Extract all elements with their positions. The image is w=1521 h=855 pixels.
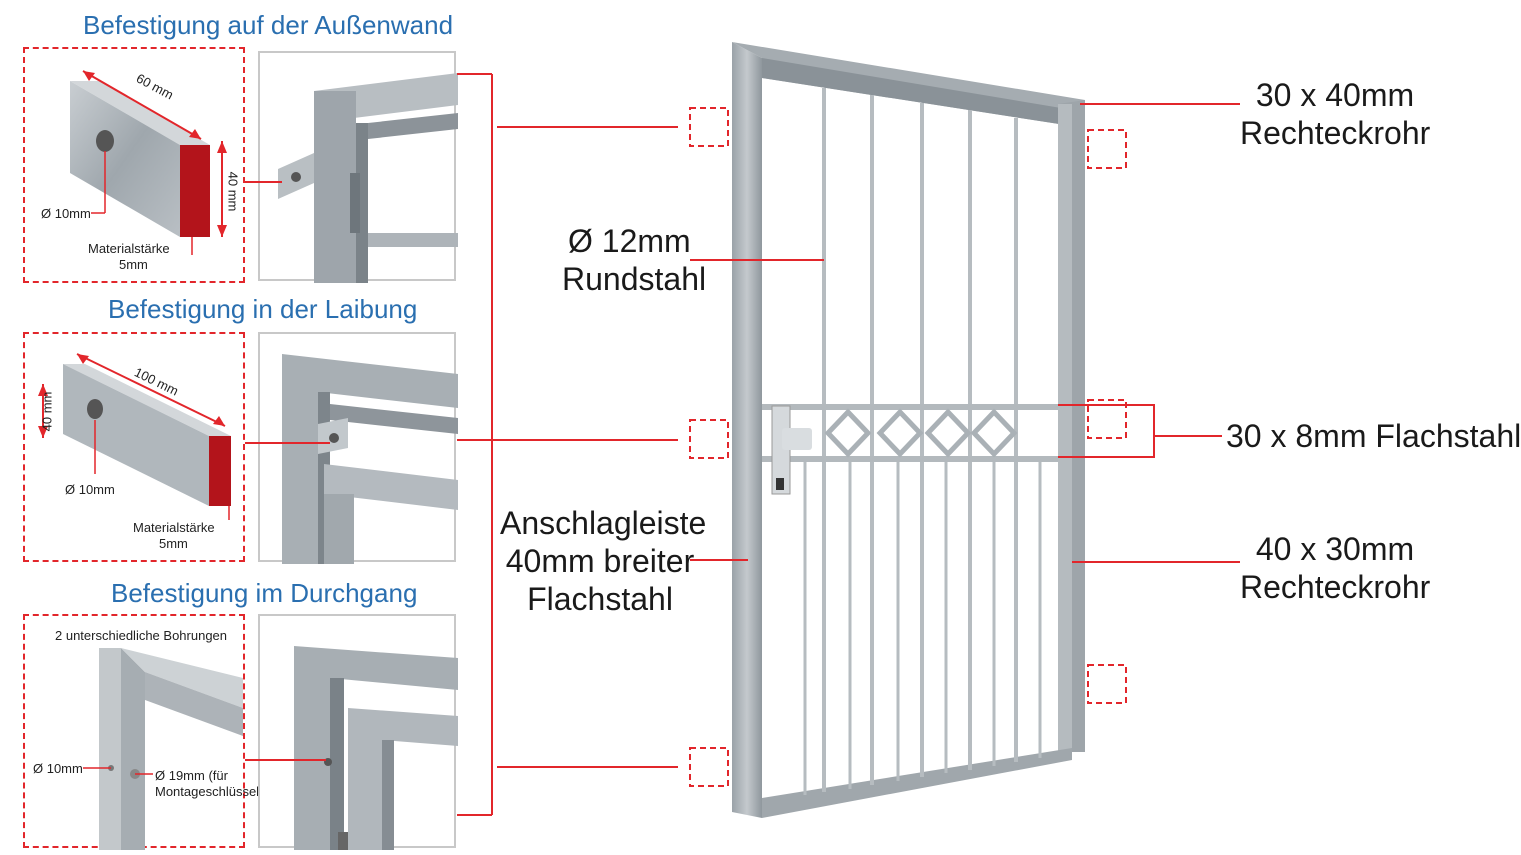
bottom-right-label-line1: 40 x 30mm [1255,531,1415,567]
plate-60mm-graphic [70,70,227,255]
panel-1-plate-drawing: 60 mm 40 mm Ø 10mm Materialstärke 5mm [23,47,245,283]
anschlag-label-line3: Flachstahl [527,581,673,617]
right-callout-lines [690,103,1240,563]
passage-mount-graphic [294,646,458,850]
anschlag-label-line2: 40mm breiter [505,543,695,579]
left-bracket [245,73,678,816]
bottom-right-label-line2: Rechteckrohr [1240,569,1431,605]
security-gate-graphic [732,42,1085,818]
mount-point-markers [689,107,1127,787]
panel-2-title: Befestigung in der Laibung [108,294,418,324]
panel-3-photo [258,614,458,850]
panel-2-photo [258,332,458,564]
rundstahl-label-line1: Ø 12mm [568,223,691,259]
panel-1-material-label: Materialstärke [88,241,170,256]
panel-1-hole-label: Ø 10mm [41,206,91,221]
panel-3-title: Befestigung im Durchgang [111,578,418,608]
panel-2-plate-drawing: 100 mm 40 mm Ø 10mm Materialstärke 5mm [23,332,245,562]
panel-3-heading: 2 unterschiedliche Bohrungen [55,628,228,643]
outer-wall-mount-graphic [278,73,458,283]
panel-1-title: Befestigung auf der Außenwand [83,10,454,40]
flachstahl-label: 30 x 8mm Flachstahl [1226,418,1521,454]
anschlag-label-line1: Anschlagleiste [500,505,707,541]
rundstahl-label-line2: Rundstahl [562,261,707,297]
drilling-profile-graphic [83,648,243,850]
panel-2-material-value: 5mm [159,536,188,551]
panel-3-drilling-drawing: 2 unterschiedliche Bohrungen Ø 10mm Ø 19… [23,614,263,850]
panel-1-photo [258,51,458,283]
panel-2-hole-label: Ø 10mm [65,482,115,497]
reveal-mount-graphic [282,354,458,564]
panel-3-hole-small: Ø 10mm [33,761,83,776]
top-right-label-line1: 30 x 40mm [1255,77,1415,113]
plate-100mm-graphic [38,353,231,520]
top-right-label-line2: Rechteckrohr [1240,115,1431,151]
panel-3-hole-large-line1: Ø 19mm (für [155,768,228,783]
panel-2-material-label: Materialstärke [133,520,215,535]
panel-1-material-value: 5mm [119,257,148,272]
panel-3-hole-large-line2: Montageschlüssel) [155,784,264,799]
